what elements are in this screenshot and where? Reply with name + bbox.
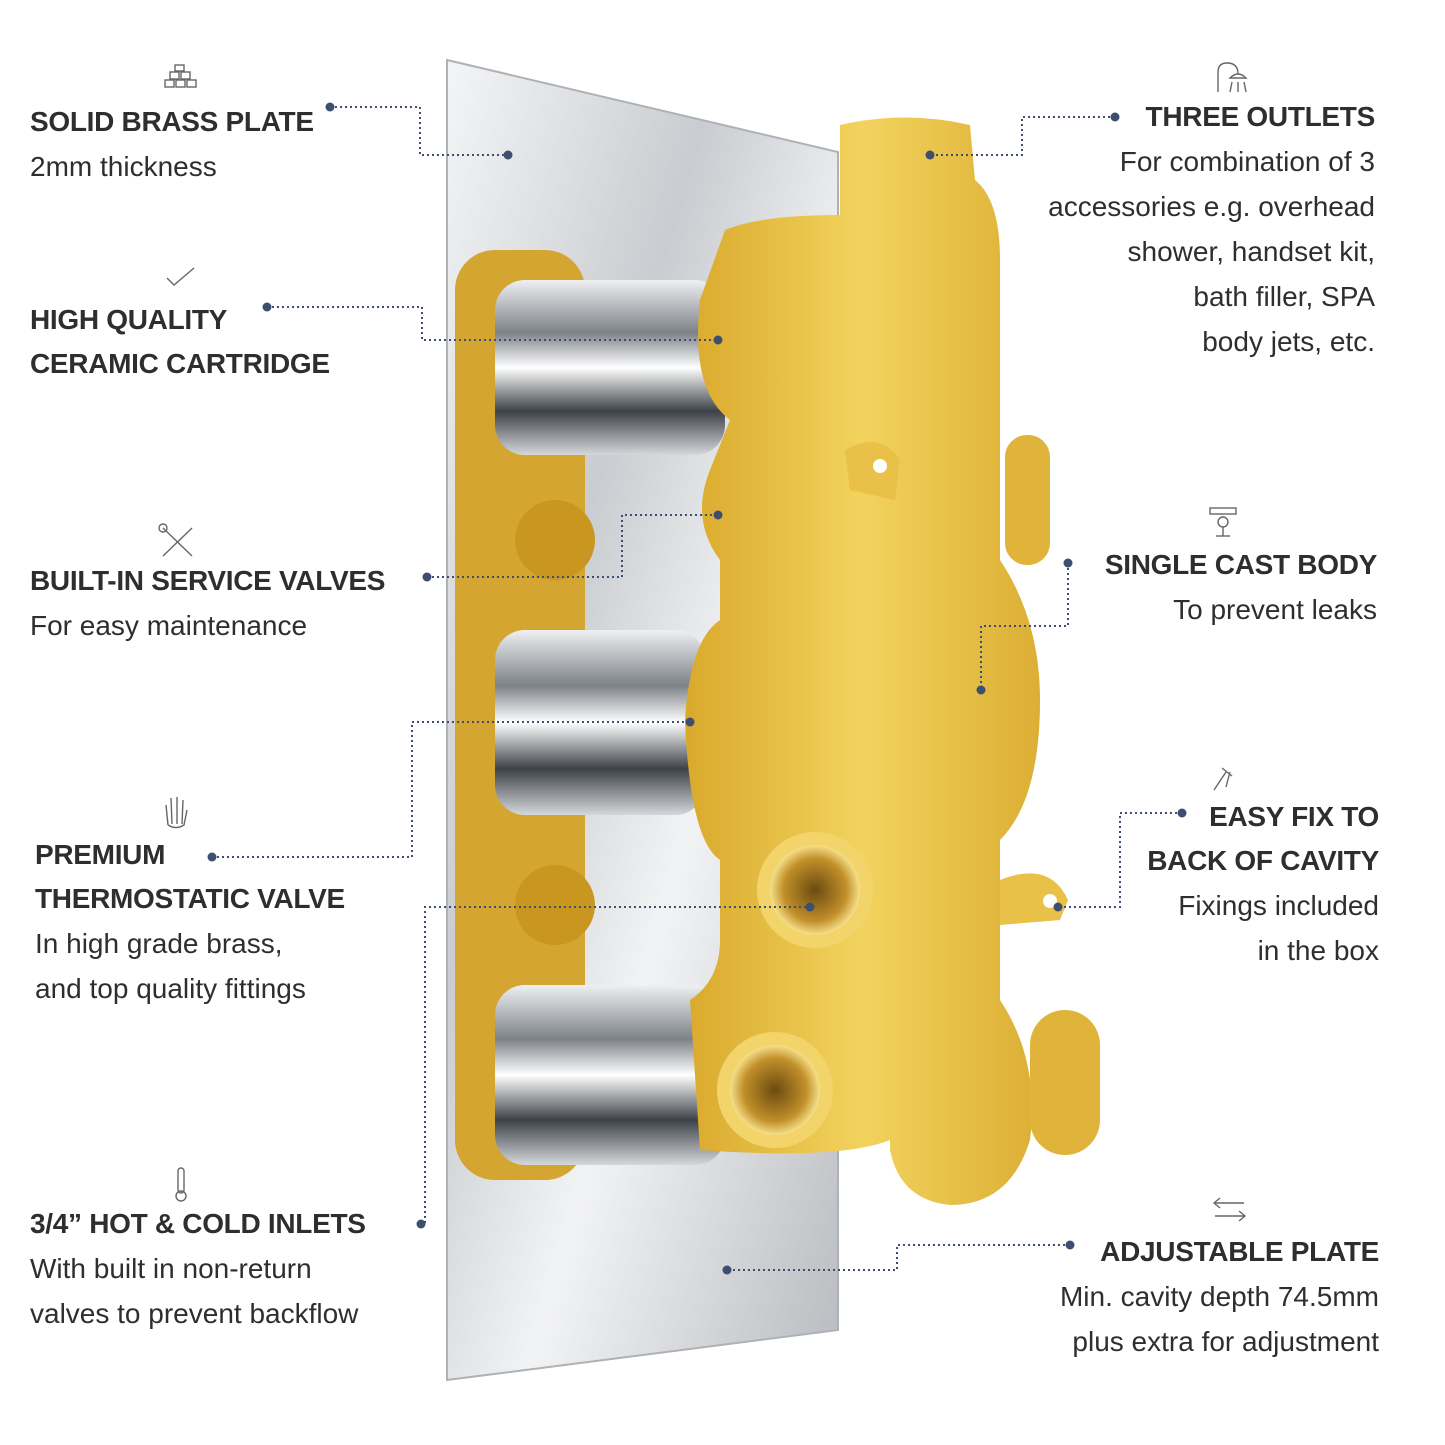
- feature-inlets: 3/4” HOT & COLD INLETS With built in non…: [30, 1202, 366, 1336]
- shower-icon: [1217, 62, 1248, 93]
- feature-title: CERAMIC CARTRIDGE: [30, 348, 330, 379]
- hand-icon: [165, 797, 188, 829]
- cartridge-top: [495, 280, 725, 455]
- feature-ceramic-cartridge: HIGH QUALITY CERAMIC CARTRIDGE: [30, 298, 330, 386]
- feature-description: accessories e.g. overhead: [1048, 191, 1375, 222]
- feature-three-outlets: THREE OUTLETS For combination of 3 acces…: [1048, 95, 1375, 364]
- feature-description: valves to prevent backflow: [30, 1298, 359, 1329]
- feature-description: shower, handset kit,: [1127, 236, 1375, 267]
- feature-adjustable-plate: ADJUSTABLE PLATE Min. cavity depth 74.5m…: [1060, 1230, 1379, 1364]
- feature-easy-fix: EASY FIX TO BACK OF CAVITY Fixings inclu…: [1147, 795, 1379, 973]
- feature-title: EASY FIX TO: [1209, 801, 1379, 832]
- feature-title: THERMOSTATIC VALVE: [35, 883, 345, 914]
- checkmark-icon: [166, 267, 195, 286]
- feature-description: For easy maintenance: [30, 610, 308, 641]
- feature-title: HIGH QUALITY: [30, 304, 228, 335]
- feature-description: In high grade brass,: [35, 928, 283, 959]
- feature-single-cast-body: SINGLE CAST BODY To prevent leaks: [1105, 543, 1377, 632]
- feature-description: To prevent leaks: [1173, 594, 1377, 625]
- cartridge-middle: [495, 630, 705, 815]
- leader-dots: [207, 102, 1187, 1275]
- feature-description: Min. cavity depth 74.5mm: [1059, 1281, 1379, 1312]
- cartridge-bottom: [495, 985, 725, 1165]
- feature-description: and top quality fittings: [35, 973, 306, 1004]
- feature-title: BACK OF CAVITY: [1147, 845, 1379, 876]
- feature-thermostatic-valve: PREMIUM THERMOSTATIC VALVE In high grade…: [35, 833, 345, 1011]
- cast-body-icon: [1209, 507, 1237, 537]
- feature-description: Fixings included: [1178, 890, 1379, 921]
- feature-description: in the box: [1257, 935, 1379, 966]
- feature-description: For combination of 3: [1119, 146, 1375, 177]
- feature-title: SINGLE CAST BODY: [1104, 549, 1377, 580]
- screw-icon: [1213, 767, 1233, 791]
- feature-title: 3/4” HOT & COLD INLETS: [30, 1208, 366, 1239]
- feature-title: BUILT-IN SERVICE VALVES: [30, 565, 386, 596]
- tools-icon: [158, 523, 193, 557]
- feature-title: ADJUSTABLE PLATE: [1100, 1236, 1379, 1267]
- thermometer-icon: [175, 1167, 187, 1202]
- gold-bars-icon: [164, 64, 197, 88]
- feature-title: PREMIUM: [35, 839, 166, 870]
- feature-description: body jets, etc.: [1202, 326, 1375, 357]
- feature-description: plus extra for adjustment: [1072, 1326, 1379, 1357]
- feature-title: SOLID BRASS PLATE: [30, 106, 314, 137]
- arrows-icon: [1212, 1197, 1247, 1222]
- feature-description: bath filler, SPA: [1193, 281, 1375, 312]
- brass-body: [685, 117, 1040, 1205]
- feature-title: THREE OUTLETS: [1145, 101, 1376, 132]
- feature-service-valves: BUILT-IN SERVICE VALVES For easy mainten…: [30, 559, 385, 648]
- feature-solid-brass-plate: SOLID BRASS PLATE 2mm thickness: [30, 100, 314, 189]
- feature-description: 2mm thickness: [30, 151, 217, 182]
- feature-description: With built in non-return: [30, 1253, 312, 1284]
